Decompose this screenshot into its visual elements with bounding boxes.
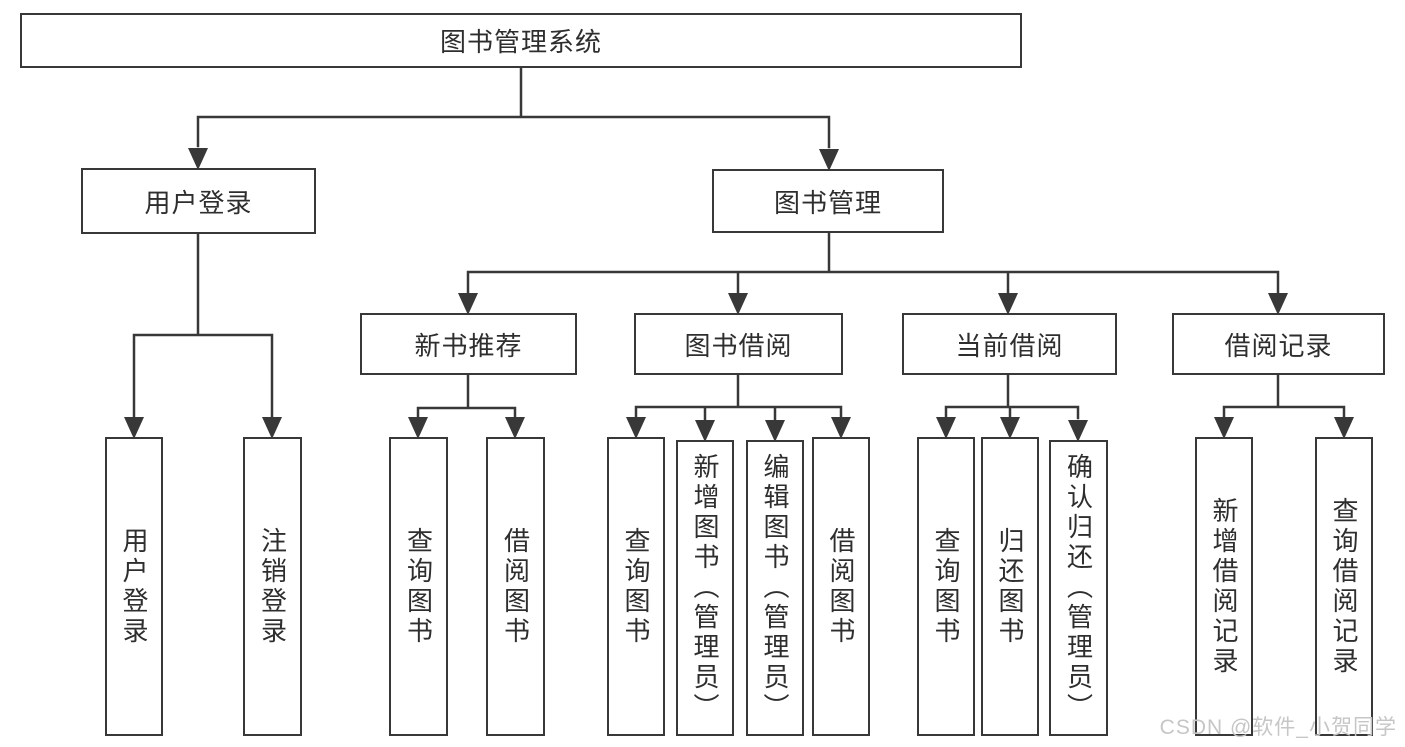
node-leaf-query-book-current: 查询图书 [917, 437, 975, 736]
arrowhead [1068, 420, 1088, 442]
node-leaf-query-book-recommend: 查询图书 [389, 437, 448, 736]
arrowhead [1334, 417, 1354, 439]
arrowhead [998, 293, 1018, 315]
arrowhead [124, 417, 144, 439]
connector-root-to-level2 [196, 66, 831, 149]
arrowhead [1000, 417, 1020, 439]
node-leaf-user-login: 用户登录 [105, 437, 163, 736]
arrowhead [728, 293, 748, 315]
node-root-library-management-system: 图书管理系统 [20, 13, 1022, 68]
node-leaf-return-book: 归还图书 [981, 437, 1039, 736]
node-borrow-record: 借阅记录 [1172, 313, 1385, 375]
arrowhead [695, 420, 715, 442]
connector-borrow-record-to-leaves [1222, 373, 1346, 418]
node-user-login: 用户登录 [81, 168, 316, 234]
node-leaf-borrow-book-recommend: 借阅图书 [486, 437, 545, 736]
csdn-watermark: CSDN @软件_小贺同学 [1159, 716, 1397, 739]
node-leaf-add-book-admin: 新增图书（管理员） [676, 440, 734, 736]
arrowhead [262, 417, 282, 439]
arrowhead [765, 420, 785, 442]
node-leaf-confirm-return-admin: 确认归还（管理员） [1049, 440, 1108, 736]
node-leaf-borrow-book: 借阅图书 [812, 437, 870, 736]
node-new-book-recommend: 新书推荐 [360, 313, 577, 375]
arrowhead [1268, 293, 1288, 315]
arrowhead [188, 148, 208, 170]
node-leaf-query-borrow-record: 查询借阅记录 [1315, 437, 1373, 736]
connector-book-mgmt-to-level3 [466, 231, 1280, 294]
connector-book-borrow-to-leaves [634, 373, 843, 421]
arrowhead [819, 149, 839, 171]
arrowhead [505, 417, 525, 439]
node-book-management: 图书管理 [712, 169, 944, 233]
arrowhead [458, 293, 478, 315]
connector-new-book-to-leaves [416, 373, 517, 418]
arrowhead [936, 417, 956, 439]
node-leaf-query-book-borrow: 查询图书 [607, 437, 665, 736]
node-leaf-add-borrow-record: 新增借阅记录 [1195, 437, 1253, 736]
node-leaf-logout-login: 注销登录 [243, 437, 302, 736]
arrowhead [1214, 417, 1234, 439]
node-book-borrow: 图书借阅 [634, 313, 843, 375]
connector-user-login-to-leaves [132, 232, 274, 418]
node-current-borrow: 当前借阅 [902, 313, 1117, 375]
arrowhead [408, 417, 428, 439]
node-leaf-edit-book-admin: 编辑图书（管理员） [746, 440, 804, 736]
arrowhead [626, 417, 646, 439]
arrowhead [831, 417, 851, 439]
connector-current-borrow-to-leaves [944, 373, 1080, 420]
